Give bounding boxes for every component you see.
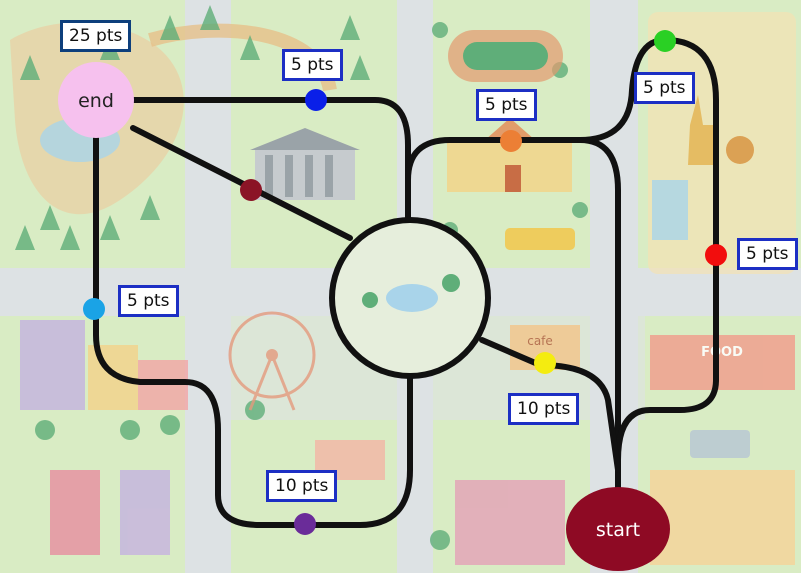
food-store: FOOD [650,335,795,458]
points-label-purple-bottom: 10 pts [266,470,338,502]
end-node[interactable]: end [58,62,134,138]
food-sign: FOOD [701,345,743,360]
end-circle[interactable] [58,62,134,138]
bottom-houses [315,440,795,565]
checkpoint-yellow-cafe[interactable] [534,352,556,374]
checkpoint-green-zoo[interactable] [654,30,676,52]
fountain-plaza [332,220,488,376]
route-end-diagonal [130,125,353,241]
points-label-orange-school: 5 pts [476,89,537,121]
checkpoint-red-zoo[interactable] [705,244,727,266]
start-circle[interactable] [566,487,670,571]
checkpoint-cyan-left[interactable] [83,298,105,320]
start-node[interactable]: start [566,487,670,571]
points-label-blue-top: 5 pts [282,49,343,81]
points-label-end: 25 pts [60,20,132,52]
points-label-red-zoo: 5 pts [737,238,798,270]
museum-building [250,128,360,200]
route-end-top [130,97,411,223]
stadium [448,30,563,82]
left-houses [20,320,188,555]
checkpoint-purple-bottom[interactable] [294,513,316,535]
checkpoints [83,30,727,535]
end-label: end [78,90,114,112]
route-paths [93,37,719,528]
checkpoint-blue-top[interactable] [305,89,327,111]
route-end-left [93,135,413,528]
points-label-yellow-cafe: 10 pts [508,393,580,425]
ferris-wheel [228,311,316,411]
zoo-area [648,12,796,274]
cafe-sign: cafe [527,334,553,348]
points-label-cyan-left: 5 pts [118,285,179,317]
route-school-zoo [577,37,719,463]
start-label: start [596,519,640,541]
checkpoint-orange-school[interactable] [500,130,522,152]
points-label-green-zoo: 5 pts [634,72,695,104]
checkpoint-maroon-diagonal[interactable] [240,179,262,201]
